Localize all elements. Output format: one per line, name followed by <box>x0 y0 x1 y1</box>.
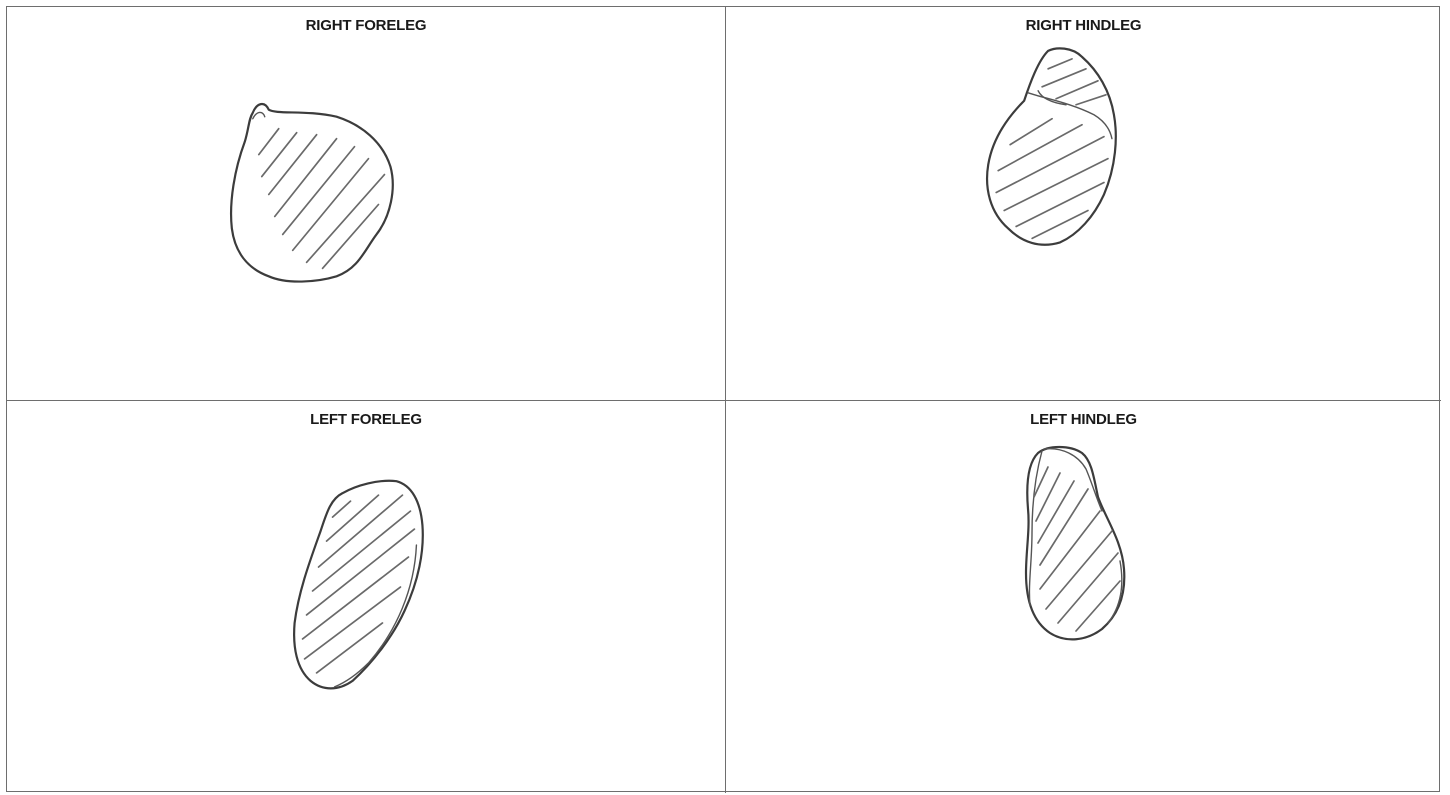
right-hindleg-outline <box>987 48 1116 244</box>
left-hindleg-sketch <box>726 401 1441 793</box>
panel-left-hindleg: LEFT HINDLEG <box>726 401 1441 793</box>
leg-diagram-grid: RIGHT FORELEG RIGHT HINDLEG <box>6 6 1440 792</box>
left-foreleg-sketch <box>7 401 725 793</box>
right-foreleg-sketch <box>7 7 725 400</box>
right-hindleg-sketch <box>726 7 1441 400</box>
panel-right-foreleg: RIGHT FORELEG <box>7 7 726 401</box>
panel-right-hindleg: RIGHT HINDLEG <box>726 7 1441 401</box>
panel-left-foreleg: LEFT FORELEG <box>7 401 726 793</box>
